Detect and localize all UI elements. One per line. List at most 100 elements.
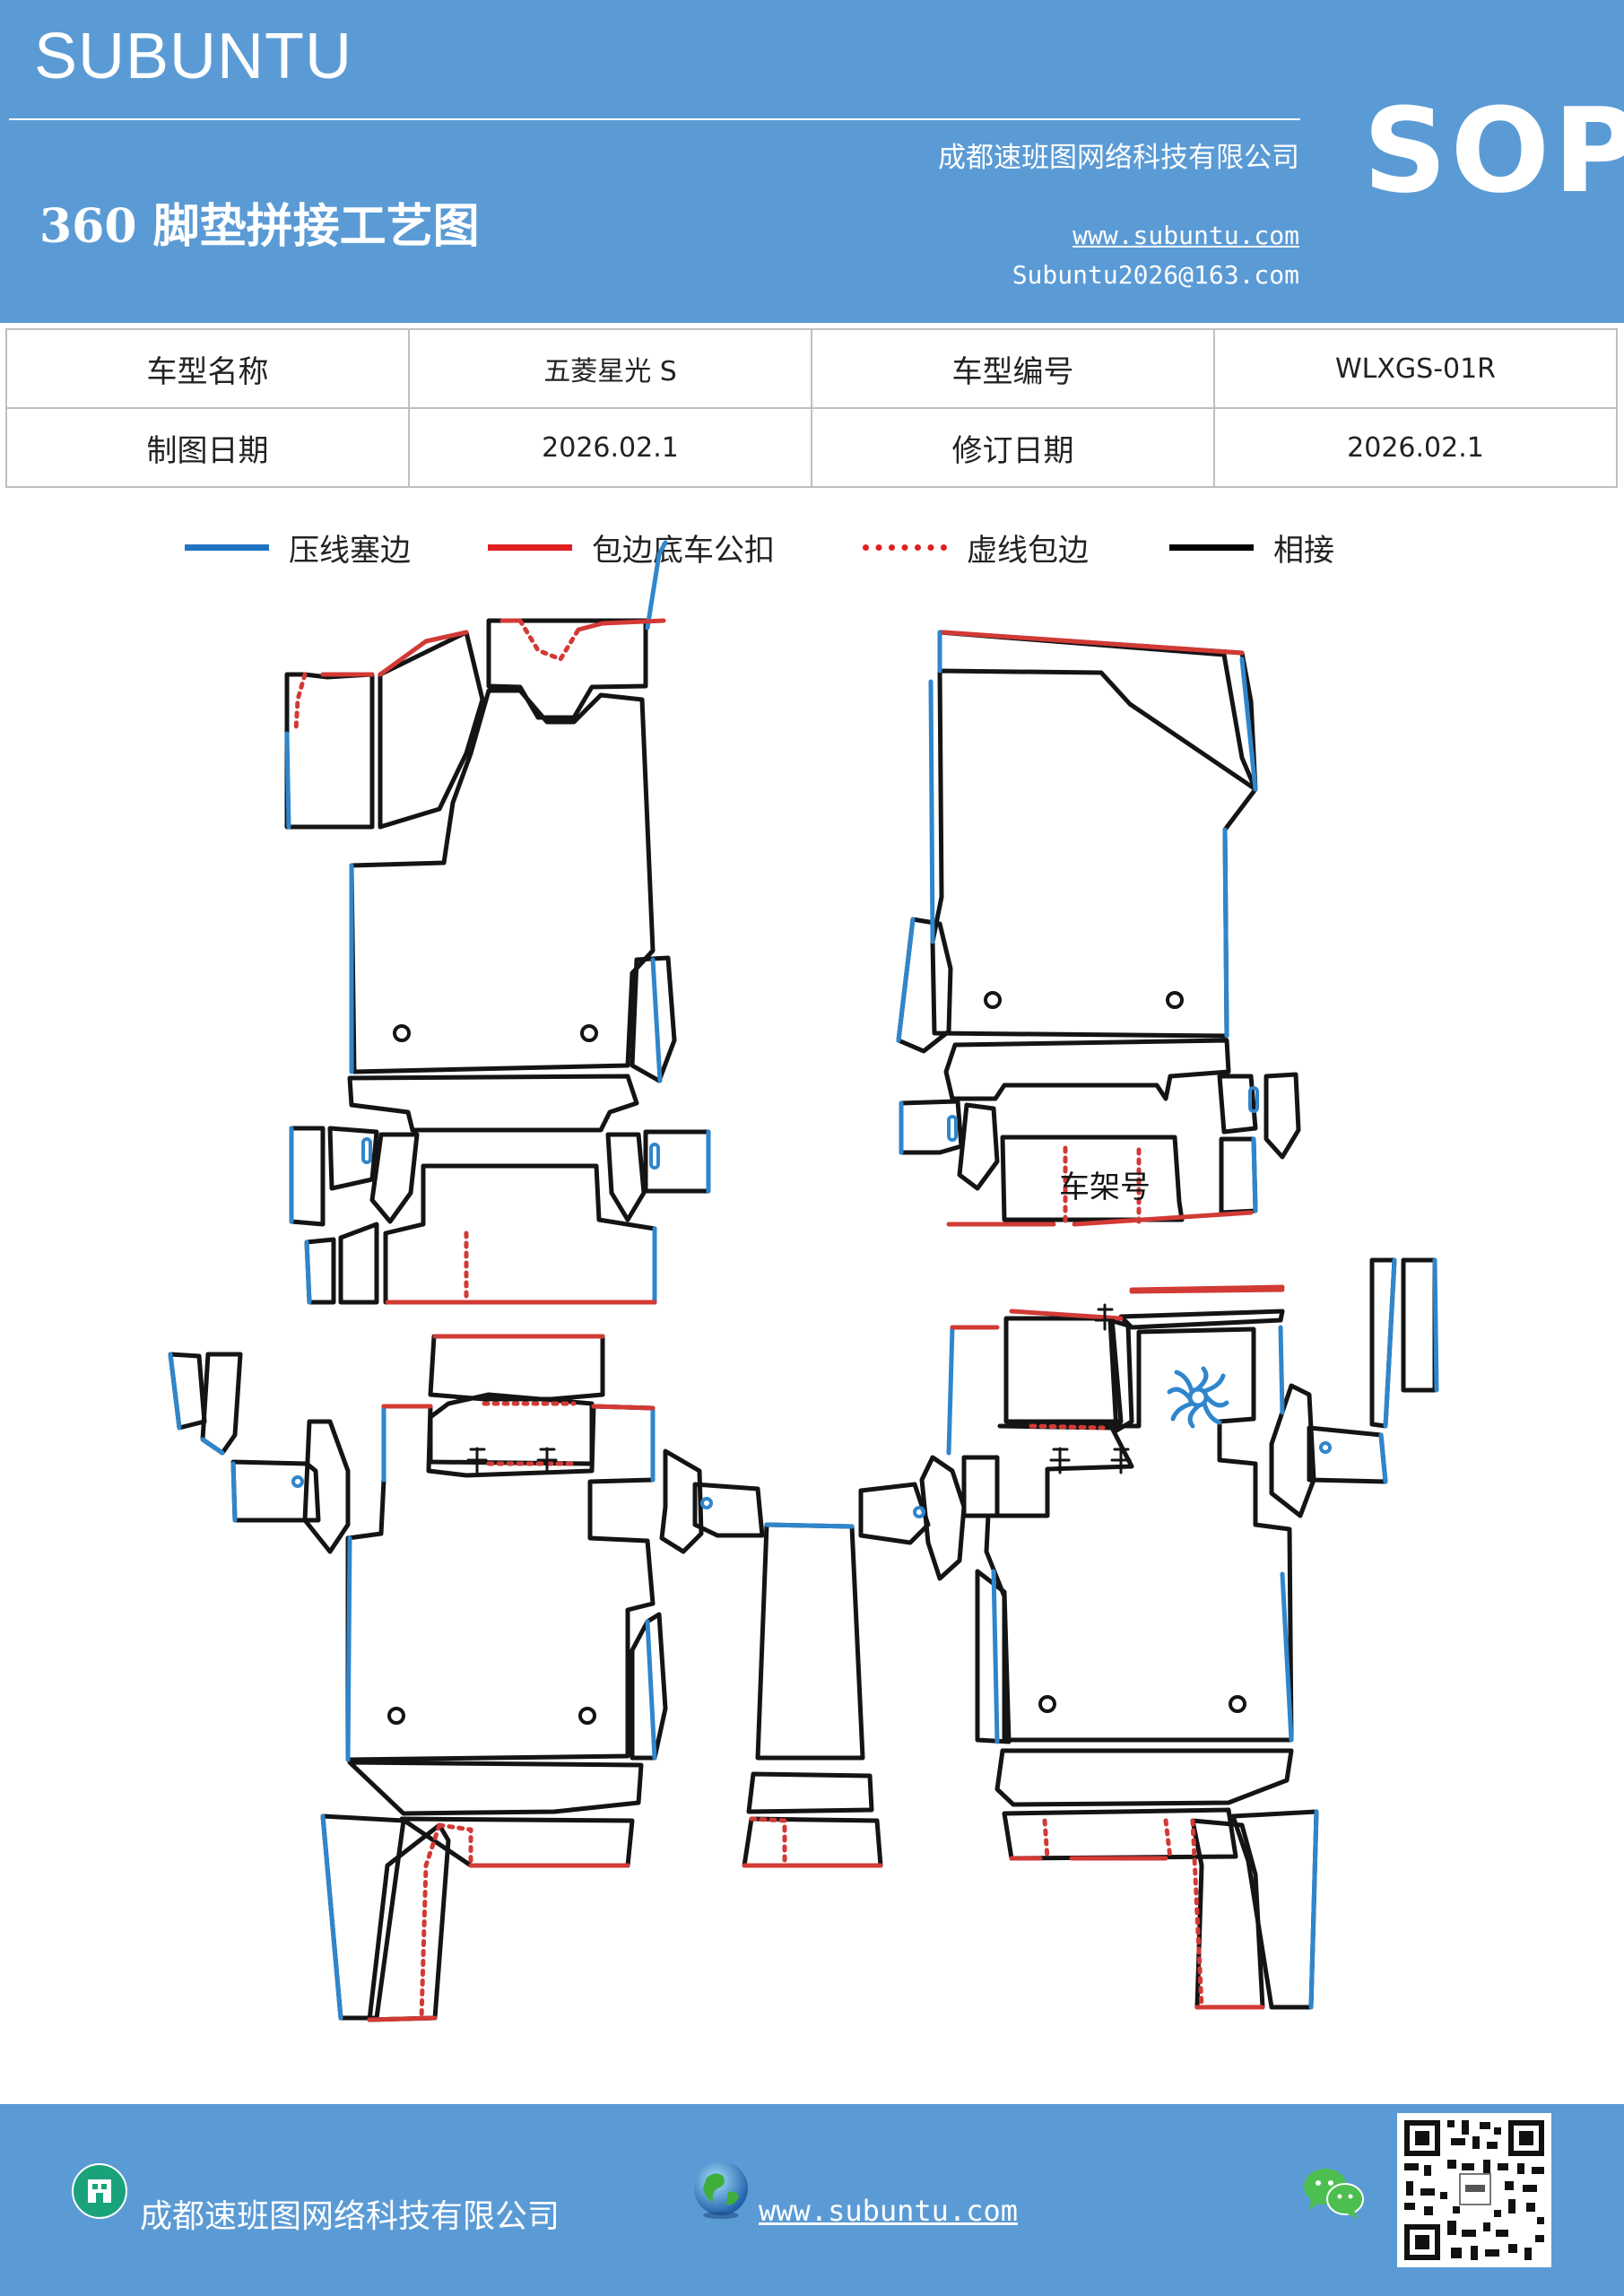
blue-edge xyxy=(1432,1257,1439,1393)
mat-piece xyxy=(369,1132,420,1224)
legend-label: 相接 xyxy=(1273,532,1334,569)
clip-marks xyxy=(466,1303,1132,1474)
mat-piece xyxy=(930,668,1258,1039)
mat-piece xyxy=(302,1419,351,1554)
globe-icon xyxy=(694,2161,748,2219)
blue-edge xyxy=(230,1461,238,1523)
mat-piece xyxy=(984,1326,1294,1743)
dotted-edge xyxy=(1163,1818,1173,1861)
footer-website-link[interactable]: www.subuntu.com xyxy=(759,2194,1018,2228)
blue-edge xyxy=(345,1535,352,1762)
mat-piece xyxy=(1307,1425,1388,1484)
hole xyxy=(1038,1695,1056,1713)
mat-piece xyxy=(858,1482,931,1545)
header-website-link[interactable]: www.subuntu.com xyxy=(1073,221,1299,250)
mat-piece xyxy=(605,1132,647,1222)
mat-piece xyxy=(957,1102,1000,1191)
mat-piece xyxy=(428,1334,605,1402)
mat-piece xyxy=(347,1074,639,1133)
fastener xyxy=(1319,1441,1332,1454)
table-cell-value: WLXGS-01R xyxy=(1213,328,1618,409)
legend-label: 压线塞边 xyxy=(289,532,411,569)
header-divider xyxy=(9,118,1300,120)
mat-piece xyxy=(755,1522,865,1761)
clip-mark xyxy=(1049,1447,1071,1474)
blue-edge xyxy=(1278,1325,1285,1415)
blue-edge xyxy=(1308,1809,1319,2010)
mat-piece xyxy=(1190,1818,1265,2010)
red-edges xyxy=(320,618,1285,2022)
brand-logo-text: SUBUNTU xyxy=(34,21,353,92)
mat-piece xyxy=(320,1813,406,2021)
mat-piece xyxy=(943,1038,1231,1101)
blue-edge xyxy=(200,1437,225,1456)
dotted-edge xyxy=(1029,1423,1106,1431)
legend-label: 包边底车公扣 xyxy=(592,532,775,569)
table-row: 车型名称 五菱星光 S 车型编号 WLXGS-01R xyxy=(5,328,1618,409)
mat-outlines xyxy=(168,618,1437,2022)
wechat-icon[interactable] xyxy=(1302,2165,1367,2221)
blue-edge xyxy=(1280,1571,1294,1743)
vehicle-info-table: 车型名称 五菱星光 S 车型编号 WLXGS-01R 制图日期 2026.02.… xyxy=(5,328,1618,488)
fastener xyxy=(361,1137,372,1164)
clip-mark xyxy=(536,1447,558,1474)
mat-piece xyxy=(1107,1318,1134,1433)
mat-piece xyxy=(1217,1074,1258,1135)
mat-piece xyxy=(659,1448,704,1554)
blue-edge xyxy=(1222,827,1229,1039)
red-edge xyxy=(576,618,666,632)
dotted-edge xyxy=(293,672,308,734)
mat-piece xyxy=(1230,1809,1319,2010)
table-cell-label: 车型名称 xyxy=(5,328,410,409)
hole xyxy=(984,991,1002,1009)
fastener xyxy=(291,1475,304,1488)
blue-edge xyxy=(1239,657,1258,792)
legend-item-blue: 压线塞边 xyxy=(185,520,411,574)
legend-swatch xyxy=(863,544,947,551)
qr-code xyxy=(1397,2113,1551,2267)
legend-label: 虚线包边 xyxy=(967,532,1089,569)
blue-edge xyxy=(896,917,916,1043)
hole xyxy=(1229,1695,1246,1713)
mat-piece xyxy=(1003,1316,1124,1424)
mat-piece xyxy=(746,1771,874,1814)
mat-piece xyxy=(919,1455,967,1581)
legend: 压线塞边 包边底车公扣 虚线包边 相接 xyxy=(0,520,1624,574)
clip-mark xyxy=(1110,1447,1132,1474)
footer-bar: 成都速班图网络科技有限公司 www.subuntu.com xyxy=(0,2104,1624,2296)
header-company: 成都速班图网络科技有限公司 xyxy=(938,142,1299,174)
fastener xyxy=(649,1143,660,1170)
legend-swatch xyxy=(488,544,572,551)
fastener xyxy=(700,1497,713,1509)
blue-edge xyxy=(320,1813,343,2021)
red-edge xyxy=(941,630,1245,656)
blue-edge xyxy=(284,731,291,830)
mat-piece xyxy=(338,1222,379,1305)
legend-swatch xyxy=(1169,544,1254,551)
legend-swatch xyxy=(185,544,269,551)
blue-edge xyxy=(304,1239,312,1305)
hole xyxy=(580,1024,598,1042)
holes xyxy=(387,991,1246,1725)
table-cell-label: 车型编号 xyxy=(811,328,1215,409)
brand-emblem-icon xyxy=(1167,1366,1229,1429)
hole xyxy=(1166,991,1184,1009)
header-bar: SUBUNTU 成都速班图网络科技有限公司 SOP 360 脚垫拼接工艺图 ww… xyxy=(0,0,1624,323)
mat-piece xyxy=(643,1129,711,1194)
mat-piece xyxy=(200,1352,243,1456)
mat-piece xyxy=(937,630,1258,792)
mat-piece xyxy=(1219,1136,1258,1215)
footer-company: 成都速班图网络科技有限公司 xyxy=(140,2198,560,2235)
blue-edge xyxy=(928,679,935,944)
red-edge xyxy=(367,2015,438,2022)
frame-number-label: 车架号 xyxy=(1059,1170,1151,1205)
mat-piece xyxy=(742,1816,883,1868)
table-cell-value: 2026.02.1 xyxy=(1213,407,1618,488)
blue-edge xyxy=(1383,1257,1397,1429)
mat-piece xyxy=(1401,1257,1437,1393)
blue-edge xyxy=(1251,1136,1258,1213)
mat-piece xyxy=(383,1163,657,1305)
blue-edge xyxy=(991,1569,1000,1744)
mat-piece xyxy=(289,1126,326,1227)
